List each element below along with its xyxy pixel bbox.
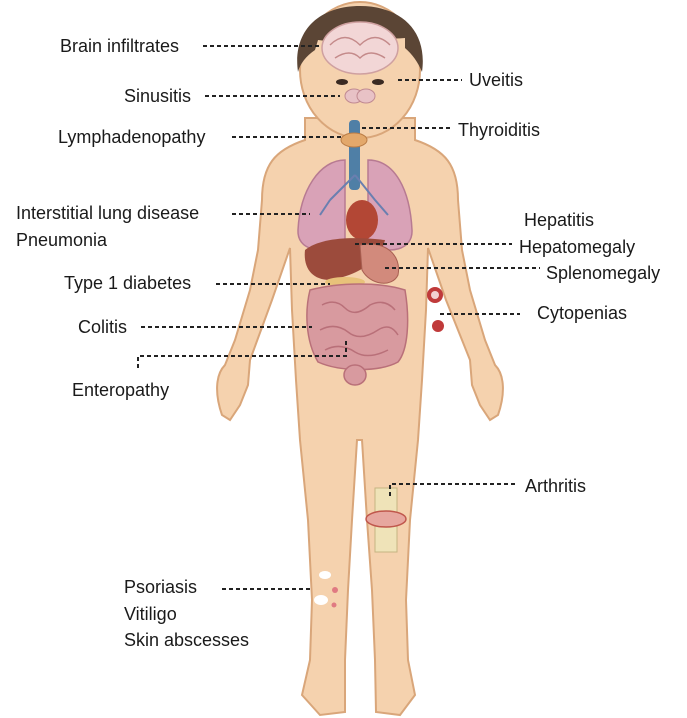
label-cytopenias: Cytopenias [537,302,627,324]
label-hepatitis: Hepatitis [524,209,594,231]
label-uveitis: Uveitis [469,69,523,91]
label-hepatomegaly: Hepatomegaly [519,236,635,258]
thyroid-icon [341,133,367,147]
label-type-1-diabetes: Type 1 diabetes [64,272,191,294]
label-enteropathy: Enteropathy [72,379,169,401]
label-psoriasis: Psoriasis [124,576,197,598]
brain-icon [322,22,398,74]
label-colitis: Colitis [78,316,127,338]
label-pneumonia: Pneumonia [16,229,107,251]
label-thyroiditis: Thyroiditis [458,119,540,141]
blood-cell-icon [427,287,444,332]
bladder-icon [344,365,366,385]
label-lymphadenopathy: Lymphadenopathy [58,126,205,148]
label-arthritis: Arthritis [525,475,586,497]
label-skin-abscesses: Skin abscesses [124,629,249,651]
label-interstitial-lung-disease: Interstitial lung disease [16,202,199,224]
label-brain-infiltrates: Brain infiltrates [60,35,179,57]
label-splenomegaly: Splenomegaly [546,262,660,284]
label-vitiligo: Vitiligo [124,603,177,625]
heart-icon [346,200,378,240]
label-sinusitis: Sinusitis [124,85,191,107]
